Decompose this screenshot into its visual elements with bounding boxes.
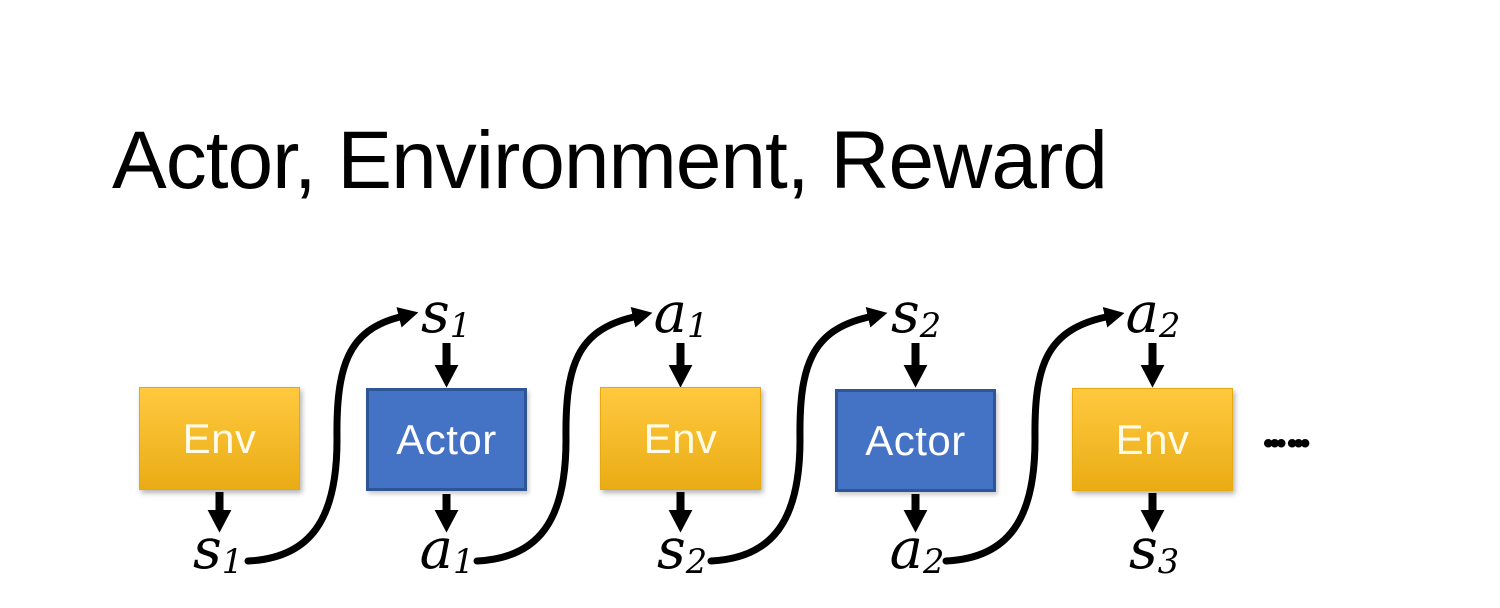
slide-title: Actor, Environment, Reward <box>112 115 1108 206</box>
bottom-label-s1-sub: 1 <box>221 542 244 582</box>
top-label-s2-base: s <box>890 281 920 346</box>
bottom-label-s1-base: s <box>192 517 222 582</box>
bottom-label-a2-sub: 2 <box>923 542 945 582</box>
top-label-a2-sub: 2 <box>1159 306 1181 346</box>
top-label-s1-sub: 1 <box>449 306 472 346</box>
env-box-1-label: Env <box>182 414 257 462</box>
bottom-label-a1-sub: 1 <box>453 542 475 582</box>
top-label-s1: s1 <box>421 286 472 346</box>
top-label-s2-sub: 2 <box>919 306 942 346</box>
top-label-s2: s2 <box>891 286 942 346</box>
top-label-s1-base: s <box>420 281 450 346</box>
actor-box-1-label: Actor <box>396 415 497 463</box>
bottom-label-s2: s2 <box>657 522 708 582</box>
top-label-a2: a2 <box>1126 286 1181 346</box>
bottom-label-a1: a1 <box>420 522 475 582</box>
bottom-label-a2-base: a <box>889 517 924 582</box>
bottom-label-s1: s1 <box>193 522 244 582</box>
bottom-label-s3: s3 <box>1129 522 1180 582</box>
env-box-3: Env <box>1072 388 1233 491</box>
top-label-a1: a1 <box>654 286 709 346</box>
actor-box-2: Actor <box>835 389 996 492</box>
env-box-2-label: Env <box>643 414 718 462</box>
top-label-a1-sub: 1 <box>687 306 709 346</box>
actor-box-2-label: Actor <box>865 416 966 464</box>
bottom-label-s3-sub: 3 <box>1157 542 1180 582</box>
top-label-a1-base: a <box>653 281 688 346</box>
bottom-label-a2: a2 <box>890 522 945 582</box>
bottom-label-s2-sub: 2 <box>685 542 708 582</box>
bottom-label-a1-base: a <box>419 517 454 582</box>
env-box-3-label: Env <box>1115 415 1190 463</box>
actor-box-1: Actor <box>366 388 527 491</box>
bottom-label-s2-base: s <box>656 517 686 582</box>
continuation-dots: ••• ••• <box>1263 427 1310 460</box>
env-box-2: Env <box>600 387 761 490</box>
top-label-a2-base: a <box>1125 281 1160 346</box>
bottom-label-s3-base: s <box>1128 517 1158 582</box>
env-box-1: Env <box>139 387 300 490</box>
